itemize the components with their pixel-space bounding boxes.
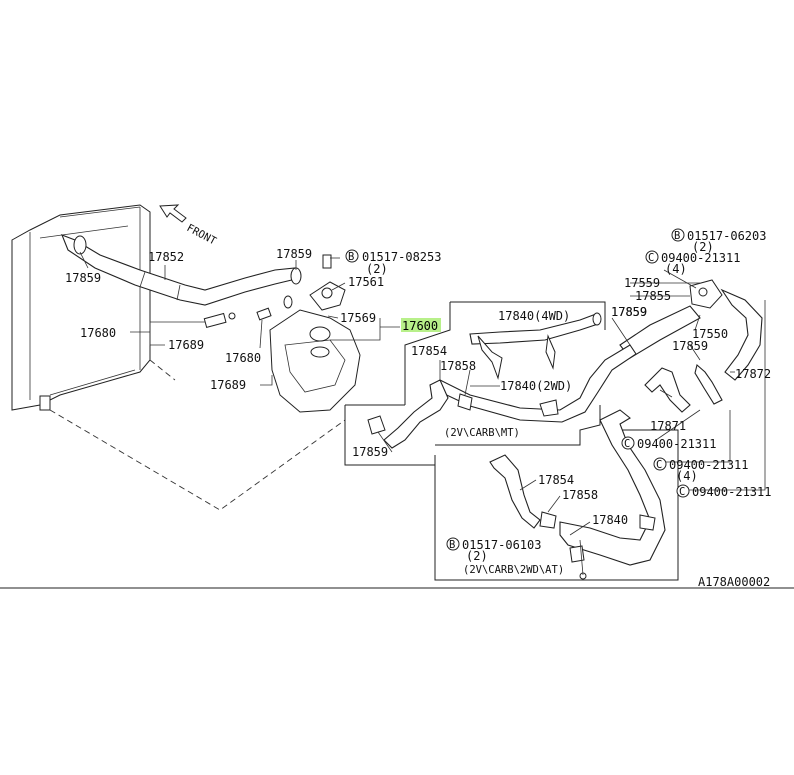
engine-block-sketch — [269, 254, 361, 413]
dashed-leader-outline — [49, 359, 346, 511]
callout-bolt-06203: 01517-06203 — [687, 229, 766, 243]
note-2v-carb-mt: (2V\CARB\MT) — [444, 427, 520, 439]
temp-sensor-left — [203, 312, 236, 329]
svg-text:C: C — [656, 459, 662, 471]
callout-17569: 17569 — [340, 311, 376, 325]
callout-17561: 17561 — [348, 275, 384, 289]
leader-lines — [79, 251, 766, 576]
heater-pipe-right — [619, 279, 763, 413]
inset-frame-lines — [344, 301, 679, 581]
hose-17840-lower — [559, 409, 666, 580]
callout-bolt-08253: 01517-08253 — [362, 250, 441, 264]
upper-radiator-hose — [61, 234, 302, 306]
hose-17840-4wd — [469, 312, 602, 380]
svg-text:C: C — [679, 486, 685, 498]
bolt-marker-icon: B — [671, 228, 685, 242]
callout-clamp-21311-b: 09400-21311 — [637, 437, 716, 451]
callout-17858-b: 17858 — [562, 488, 598, 502]
callout-bolt-06103-qty: (2) — [466, 549, 488, 563]
svg-text:B: B — [449, 539, 455, 551]
callout-17689-left: 17689 — [168, 338, 204, 352]
callout-17854-a: 17854 — [411, 344, 447, 358]
callout-bolt-06203-qty: (2) — [692, 240, 714, 254]
callout-clamp-21311-a-qty: (4) — [665, 262, 687, 276]
bolt-marker-icon: B — [345, 249, 359, 263]
callout-bolt-06103: 01517-06103 — [462, 538, 541, 552]
callout-17680-mid: 17680 — [225, 351, 261, 365]
callout-clamp-21311-a: 09400-21311 — [661, 251, 740, 265]
callout-17689-low: 17689 — [210, 378, 246, 392]
callout-17680-left: 17680 — [80, 326, 116, 340]
callout-17859-r1: 17859 — [611, 305, 647, 319]
callout-17872: 17872 — [735, 367, 771, 381]
callout-17854-b: 17854 — [538, 473, 574, 487]
front-arrow-icon — [159, 204, 187, 223]
note-2v-carb-2wd-at: (2V\CARB\2WD\AT) — [463, 564, 564, 576]
callout-17855: 17855 — [635, 289, 671, 303]
callout-17550: 17550 — [692, 327, 728, 341]
temp-sensor-mid — [256, 307, 272, 321]
callout-clamp-21311-c-qty: (4) — [676, 469, 698, 483]
bolt-marker-icon: B — [446, 537, 460, 551]
callout-17859-top: 17859 — [276, 247, 312, 261]
callout-17840-b: 17840 — [592, 513, 628, 527]
callout-17600: 17600 — [402, 319, 438, 333]
clamp-marker-icon: C — [621, 436, 635, 450]
callout-17871: 17871 — [650, 419, 686, 433]
diagram-code: A178A00002 — [698, 575, 770, 589]
svg-text:B: B — [674, 230, 680, 242]
callout-17840-2wd: 17840(2WD) — [500, 379, 572, 393]
callout-labels: 17852 17859 17859 B 01517-08253 (2) 1756… — [65, 228, 771, 576]
clamp-marker-icon: C — [653, 457, 667, 471]
callout-17840-4wd: 17840(4WD) — [498, 309, 570, 323]
callout-17852: 17852 — [148, 250, 184, 264]
callout-bolt-08253-qty: (2) — [366, 262, 388, 276]
callout-17858-a: 17858 — [440, 359, 476, 373]
front-label: FRONT — [185, 222, 219, 248]
hose-17854-upper — [367, 379, 473, 449]
clamp-marker-icon: C — [645, 250, 659, 264]
svg-text:B: B — [348, 251, 354, 263]
callout-clamp-21311-c: 09400-21311 — [669, 458, 748, 472]
callout-17859-mid: 17859 — [611, 305, 647, 319]
svg-text:C: C — [648, 252, 654, 264]
callout-17859-topleft: 17859 — [65, 271, 101, 285]
svg-text:C: C — [624, 438, 630, 450]
callout-17859-r2: 17859 — [672, 339, 708, 353]
clamp-marker-icon: C — [676, 484, 690, 498]
highlight-17600 — [401, 318, 441, 332]
callout-17559: 17559 — [624, 276, 660, 290]
hose-17840-2wd — [435, 344, 637, 423]
callout-clamp-21311-d: 09400-21311 — [692, 485, 771, 499]
callout-17859-low: 17859 — [352, 445, 388, 459]
hose-17854-lower — [489, 454, 557, 529]
